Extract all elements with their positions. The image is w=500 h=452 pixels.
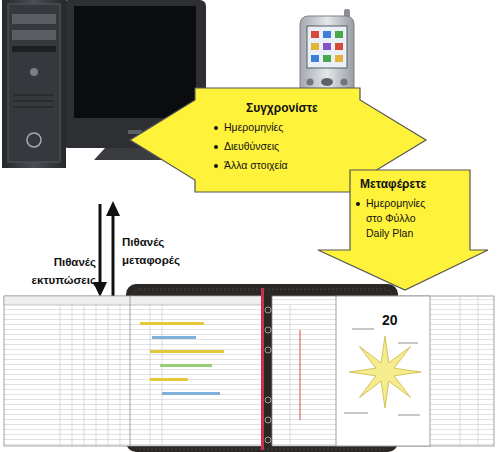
column-line xyxy=(84,305,85,446)
page-date: 20 xyxy=(382,311,412,329)
pda-button xyxy=(307,79,314,86)
column-line xyxy=(478,296,479,446)
arrow-outline xyxy=(318,170,488,290)
planner-page xyxy=(272,296,494,446)
binder-ring xyxy=(265,347,271,353)
bullet-row: Ημερομηνίες στο Φύλλο Daily Plan xyxy=(354,196,470,241)
binder-ring xyxy=(265,437,271,443)
binder-ring xyxy=(265,397,271,403)
column-line xyxy=(96,305,97,446)
binder-ring xyxy=(265,327,271,333)
note-line xyxy=(398,414,420,416)
bullet-text: Ημερομηνίες xyxy=(224,120,344,135)
pda-screen xyxy=(307,26,347,68)
column-line xyxy=(150,305,151,446)
bullet-text: Άλλα στοιχεία xyxy=(224,158,344,173)
drive-bay xyxy=(12,46,56,52)
heading-text: Μεταφέρετε xyxy=(360,176,470,192)
column-line xyxy=(60,305,61,446)
binder-ring xyxy=(265,307,271,313)
app-icon xyxy=(323,55,331,62)
schedule-bar xyxy=(150,378,188,381)
app-icon xyxy=(323,43,331,50)
pda-body xyxy=(300,16,354,96)
arrow-head xyxy=(106,201,120,216)
page-header xyxy=(4,296,262,305)
tower-case xyxy=(2,0,66,168)
text-area: ΣυγχρονίστεΗμερομηνίεςΔιευθύνσειςΆλλα στ… xyxy=(212,100,352,173)
app-icon xyxy=(335,43,343,50)
tower-front xyxy=(8,4,60,162)
arrow-callout: ΜεταφέρετεΗμερομηνίες στο Φύλλο Daily Pl… xyxy=(312,168,492,292)
arrow-shaft xyxy=(112,214,115,297)
pda-button xyxy=(321,78,333,86)
paper-planner xyxy=(4,284,494,452)
app-icon xyxy=(311,43,319,50)
bullet-row: Ημερομηνίες xyxy=(212,120,352,135)
column-line xyxy=(162,305,163,446)
bullet-dot xyxy=(214,164,218,168)
bullet-dot xyxy=(356,202,360,206)
arrow-label: Πιθανές εκτυπώσεις xyxy=(24,253,96,289)
planner-page xyxy=(4,296,262,446)
drive-bay xyxy=(12,30,56,40)
schedule-bar xyxy=(160,364,212,367)
app-icon xyxy=(335,31,343,38)
pda-button xyxy=(341,79,348,86)
arrow-label: Πιθανές μεταφορές xyxy=(122,233,198,269)
bullet-dot xyxy=(214,145,218,149)
bullet-text: Διευθύνσεις xyxy=(224,139,344,154)
heading-text: Συγχρονίστε xyxy=(246,100,352,116)
note-line xyxy=(352,328,374,330)
schedule-bar xyxy=(150,350,224,353)
column-line xyxy=(72,305,73,446)
drive-bay xyxy=(12,14,56,24)
app-icon xyxy=(311,55,319,62)
column-line xyxy=(300,330,301,420)
arrow-shaft xyxy=(99,204,102,284)
binder-ring xyxy=(265,417,271,423)
monitor-screen xyxy=(74,6,196,118)
app-icon xyxy=(335,55,343,62)
brand-logo xyxy=(27,133,41,147)
app-icon xyxy=(311,31,319,38)
transfer-arrow xyxy=(106,201,120,297)
vent xyxy=(14,100,54,102)
column-line xyxy=(108,305,109,446)
column-line xyxy=(120,305,121,446)
bullet-row: Άλλα στοιχεία xyxy=(212,158,352,173)
schedule-bar xyxy=(162,392,220,395)
vent xyxy=(14,94,54,96)
text-area: ΜεταφέρετεΗμερομηνίες στο Φύλλο Daily Pl… xyxy=(354,176,470,241)
bullet-dot xyxy=(214,126,218,130)
ribbon xyxy=(261,288,264,450)
note-line xyxy=(398,342,418,344)
power-button xyxy=(30,68,38,76)
vent xyxy=(14,106,54,108)
page-divider xyxy=(130,296,131,446)
note-line xyxy=(344,412,368,414)
bullet-row: Διευθύνσεις xyxy=(212,139,352,154)
pda-device xyxy=(300,9,354,96)
app-icon xyxy=(323,31,331,38)
column-line xyxy=(290,305,291,446)
bullet-text: Ημερομηνίες στο Φύλλο Daily Plan xyxy=(366,196,434,241)
schedule-bar xyxy=(152,336,196,339)
goal-star xyxy=(349,336,421,408)
schedule-bar xyxy=(140,322,204,325)
daily-plan-page xyxy=(336,296,430,446)
column-line xyxy=(460,296,461,446)
